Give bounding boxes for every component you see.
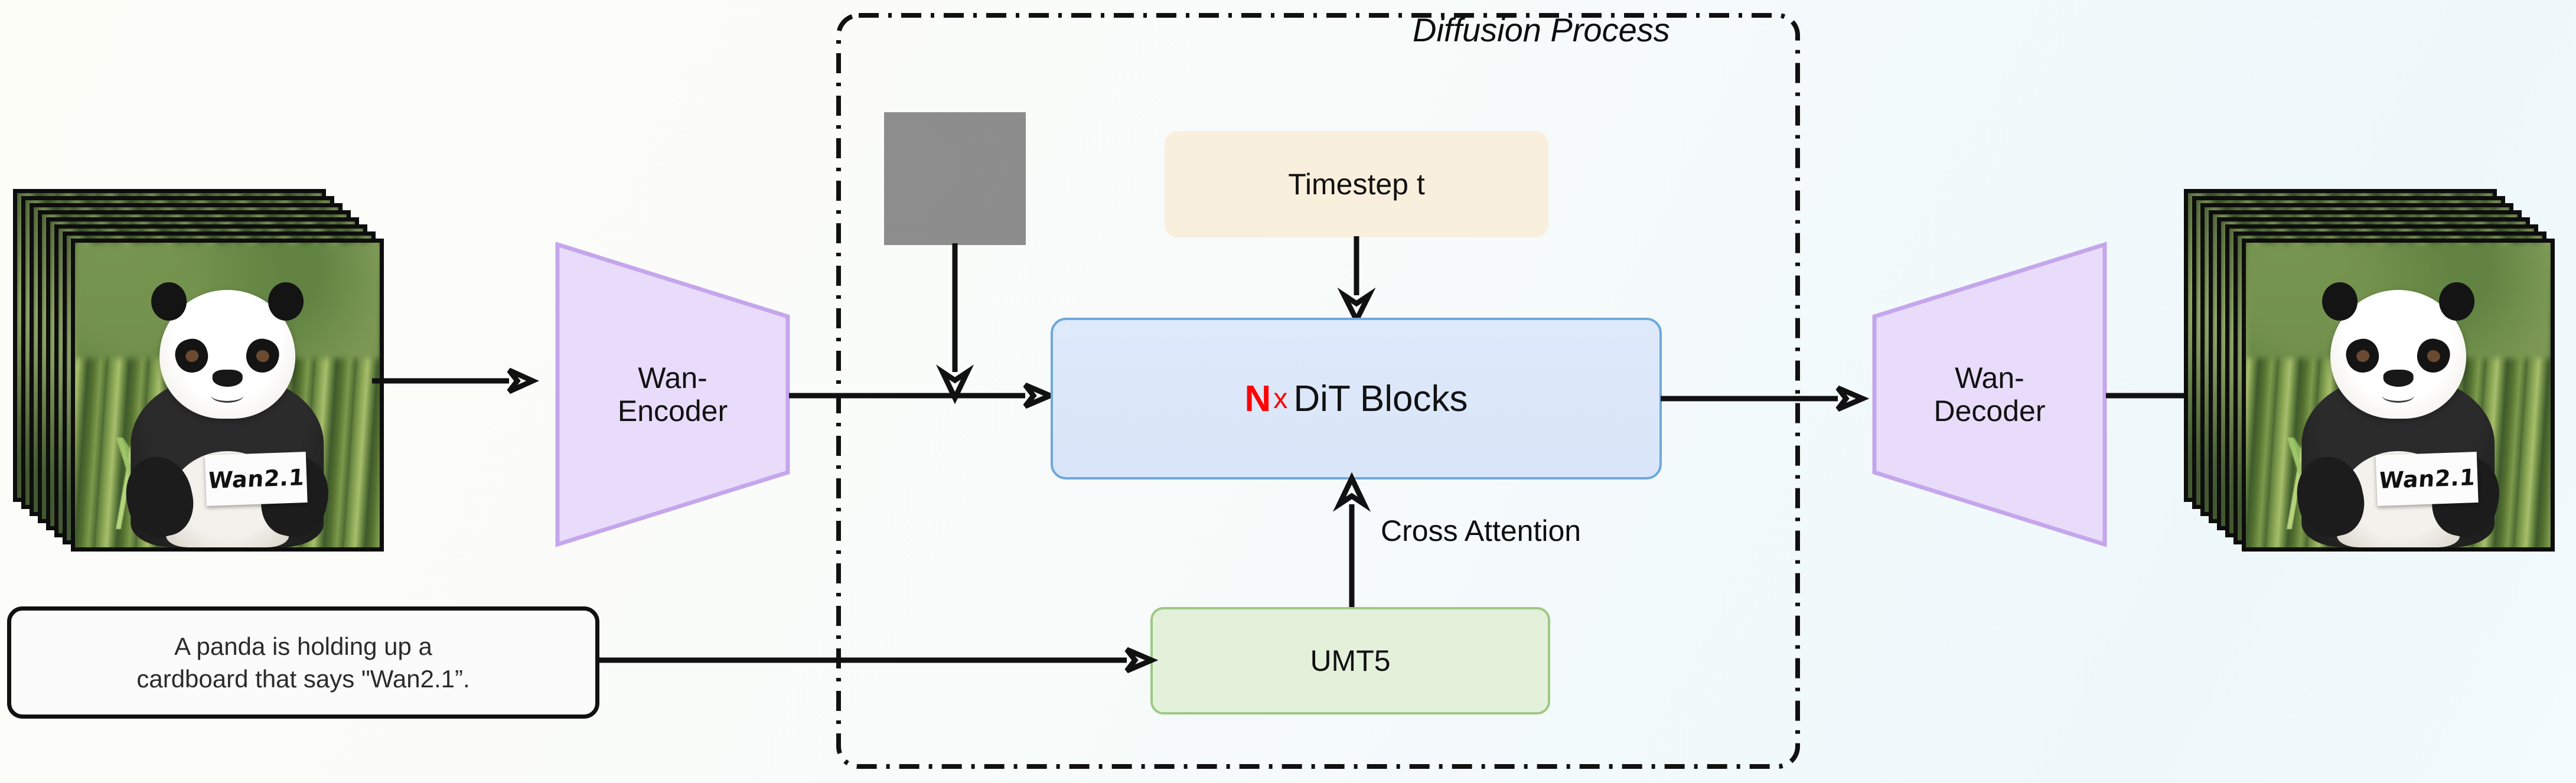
panda-illustration: Wan2.1 xyxy=(2288,279,2508,547)
wan-encoder-block[interactable]: Wan- Encoder xyxy=(554,241,791,548)
umt5-label: UMT5 xyxy=(1310,644,1391,677)
wan-decoder-block[interactable]: Wan- Decoder xyxy=(1871,241,2108,548)
wan-encoder-label-line1: Wan- xyxy=(638,361,707,394)
arrow-dit-to-decoder xyxy=(1661,385,1870,412)
wan-encoder-label-line2: Encoder xyxy=(617,394,728,428)
diffusion-process-region xyxy=(832,8,1805,774)
panda-sign-text: Wan2.1 xyxy=(206,464,305,494)
output-video-frame-stack: Wan2.1 xyxy=(2184,189,2574,567)
timestep-block[interactable]: Timestep t xyxy=(1165,131,1548,237)
panda-sign-text: Wan2.1 xyxy=(2377,464,2476,494)
wan-decoder-label-line1: Wan- xyxy=(1955,361,2024,394)
cross-attention-label: Cross Attention xyxy=(1381,514,1582,547)
prompt-textbox[interactable]: A panda is holding up a cardboard that s… xyxy=(7,606,599,719)
arrow-timestep-to-dit xyxy=(1337,236,1376,327)
video-frame-front: Wan2.1 xyxy=(71,239,384,552)
video-frame-front: Wan2.1 xyxy=(2242,239,2555,552)
dit-multiplier: N xyxy=(1244,378,1271,419)
panda-illustration: Wan2.1 xyxy=(118,279,337,547)
arrow-encoder-to-dit xyxy=(789,382,1057,409)
prompt-line-2: cardboard that says "Wan2.1”. xyxy=(136,665,470,693)
dit-blocks-label: DiT Blocks xyxy=(1293,378,1468,419)
arrow-noise-to-latent-stream xyxy=(935,243,974,404)
panda-sign: Wan2.1 xyxy=(204,452,308,507)
timestep-label: Timestep t xyxy=(1288,168,1425,201)
input-video-frame-stack: Wan2.1 xyxy=(13,189,426,567)
arrow-input-to-encoder xyxy=(372,367,539,394)
umt5-text-encoder-block[interactable]: UMT5 xyxy=(1150,607,1550,715)
arrow-cross-attention xyxy=(1332,472,1371,609)
dit-times-symbol: x xyxy=(1273,383,1288,415)
prompt-line-1: A panda is holding up a xyxy=(174,632,432,660)
dit-blocks-block[interactable]: N x DiT Blocks xyxy=(1051,318,1662,479)
diffusion-process-label: Diffusion Process xyxy=(1413,11,1670,48)
gaussian-noise-latent xyxy=(884,112,1026,245)
panda-sign: Wan2.1 xyxy=(2375,452,2479,507)
wan-decoder-label-line2: Decoder xyxy=(1933,394,2046,428)
arrow-prompt-to-umt5 xyxy=(599,647,1159,674)
